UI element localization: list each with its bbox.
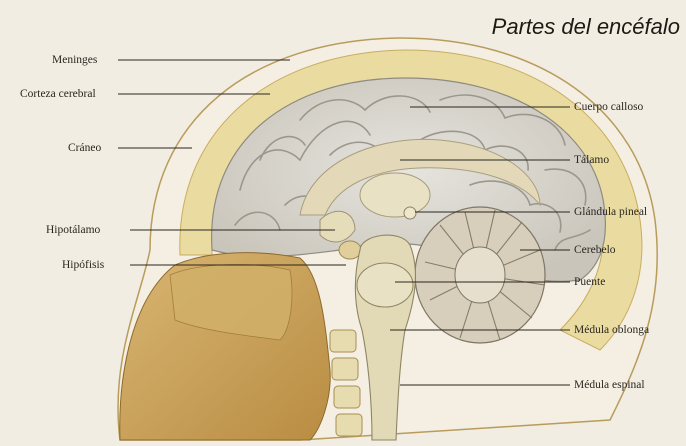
label-medula-oblonga: Médula oblonga	[574, 323, 649, 337]
diagram-title: Partes del encéfalo	[492, 14, 680, 40]
label-puente: Puente	[574, 275, 605, 289]
cerebellum	[415, 207, 545, 343]
pineal-gland	[404, 207, 416, 219]
label-cerebelo: Cerebelo	[574, 243, 616, 257]
label-meninges: Meninges	[52, 53, 97, 67]
label-medula-espinal: Médula espinal	[574, 378, 645, 392]
label-hipofisis: Hipófisis	[62, 258, 104, 272]
pituitary	[339, 241, 361, 259]
thalamus	[360, 173, 430, 217]
label-cuerpo-calloso: Cuerpo calloso	[574, 100, 643, 114]
label-corteza-cerebral: Corteza cerebral	[20, 87, 96, 101]
pons	[357, 263, 413, 307]
label-glandula-pineal: Glándula pineal	[574, 205, 647, 219]
label-craneo: Cráneo	[68, 141, 101, 155]
label-hipotalamo: Hipotálamo	[46, 223, 100, 237]
label-talamo: Tálamo	[574, 153, 609, 167]
